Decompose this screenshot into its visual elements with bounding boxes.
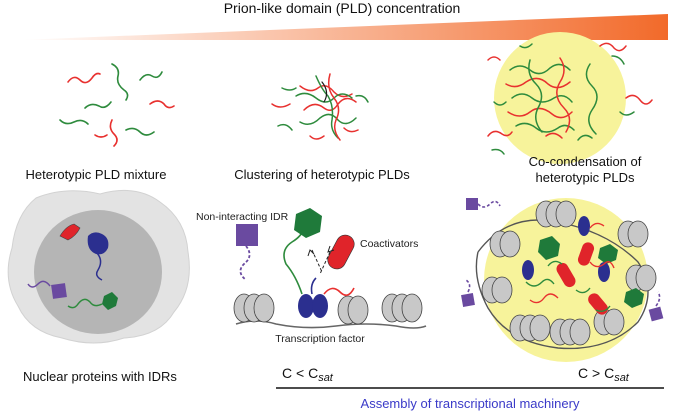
nucleus bbox=[34, 210, 162, 334]
stage-label-condensation-2: heterotypic PLDs bbox=[536, 170, 635, 185]
right-coactivator-3 bbox=[588, 293, 608, 315]
nucleus-idr-square bbox=[51, 283, 67, 299]
right-hexagon-1 bbox=[538, 236, 560, 260]
cell-illustration bbox=[7, 189, 190, 344]
stage-label-mixture: Heterotypic PLD mixture bbox=[26, 167, 167, 182]
transcription-factor-blob-2 bbox=[312, 294, 328, 318]
outside-idr-square-3 bbox=[648, 306, 664, 322]
svg-text:C > Csat: C > Csat bbox=[578, 365, 630, 384]
nucleosome-group bbox=[233, 293, 423, 325]
outside-idr-square-2 bbox=[461, 293, 475, 307]
high-concentration-label: C > Csat bbox=[578, 365, 630, 384]
transcription-factor-blob-1 bbox=[298, 294, 314, 318]
svg-text:C < Csat: C < Csat bbox=[282, 365, 334, 384]
stage-label-condensation-1: Co-condensation of bbox=[529, 154, 642, 169]
nucleus-hexagon bbox=[102, 292, 118, 310]
label-transcription-factor: Transcription factor bbox=[275, 333, 365, 345]
outside-idr-square-1 bbox=[466, 198, 478, 210]
nucleus-caption: Nuclear proteins with IDRs bbox=[23, 369, 177, 384]
stage-label-clustering: Clustering of heterotypic PLDs bbox=[234, 167, 410, 182]
right-coactivator-1 bbox=[556, 262, 576, 288]
c-less-than: C < C bbox=[282, 365, 318, 381]
label-coactivators: Coactivators bbox=[360, 238, 418, 250]
machinery-condensate bbox=[461, 198, 664, 362]
right-hexagon-3 bbox=[624, 288, 644, 308]
right-nucleosomes bbox=[481, 200, 657, 346]
assembly-label: Assembly of transcriptional machinery bbox=[361, 396, 580, 411]
right-coactivator-2 bbox=[577, 242, 595, 266]
pld-condensate-illustration bbox=[487, 42, 653, 155]
non-interacting-idr-square bbox=[236, 224, 258, 246]
condensate-droplet bbox=[494, 32, 626, 164]
coactivator-hexagon bbox=[294, 208, 322, 238]
c-greater-than: C > C bbox=[578, 365, 614, 381]
sat-subscript-high: sat bbox=[614, 372, 630, 384]
concentration-gradient-wedge bbox=[20, 14, 668, 40]
coactivator-red bbox=[327, 234, 355, 270]
label-non-interacting-idr: Non-interacting IDR bbox=[196, 211, 289, 223]
transcription-diagram bbox=[233, 208, 427, 329]
sat-subscript-low: sat bbox=[318, 372, 334, 384]
concentration-title: Prion-like domain (PLD) concentration bbox=[224, 0, 461, 16]
pld-mixture-illustration bbox=[59, 63, 175, 147]
right-hexagon-2 bbox=[598, 244, 618, 264]
low-concentration-label: C < Csat bbox=[282, 365, 334, 384]
pld-cluster-illustration bbox=[271, 73, 369, 141]
